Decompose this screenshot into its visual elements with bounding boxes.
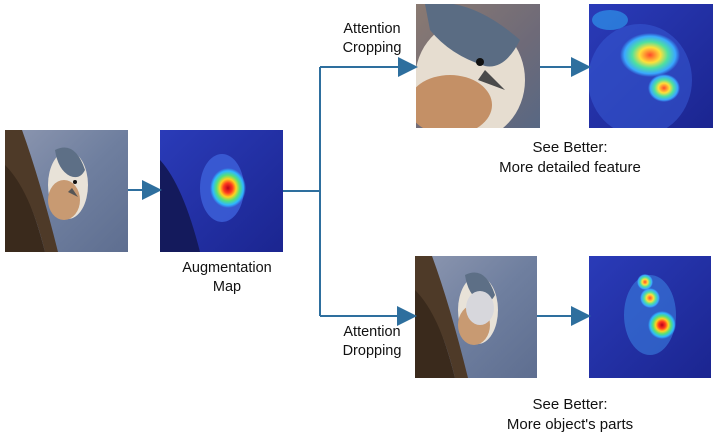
flow-arrows	[128, 57, 591, 326]
see-better-drop-line2: More object's parts	[506, 416, 634, 433]
augmentation-map-image	[160, 130, 283, 252]
see-better-crop-line2: More detailed feature	[499, 159, 641, 176]
dropped-attention-map-image	[589, 256, 711, 378]
see-better-crop-line1: See Better:	[532, 139, 608, 156]
attention-cropping-label-line2: Cropping	[342, 40, 402, 56]
augmentation-map-label-line2: Map	[212, 279, 242, 295]
augmentation-map-label: Augmentation Map	[162, 259, 292, 297]
attention-dropping-label-line1: Attention	[343, 324, 401, 340]
attention-dropping-label: Attention Dropping	[322, 323, 422, 361]
input-bird-image	[5, 130, 128, 252]
dropped-bird-image	[415, 256, 537, 378]
augmentation-map-label-line1: Augmentation	[182, 260, 272, 276]
see-better-drop-caption: See Better: More object's parts	[480, 395, 660, 435]
cropped-attention-map-image	[589, 4, 713, 128]
cropped-bird-image	[416, 4, 540, 128]
attention-dropping-label-line2: Dropping	[342, 343, 402, 359]
see-better-crop-caption: See Better: More detailed feature	[480, 138, 660, 178]
attention-cropping-label-line1: Attention	[343, 21, 401, 37]
see-better-drop-line1: See Better:	[532, 396, 608, 413]
attention-cropping-label: Attention Cropping	[322, 20, 422, 58]
